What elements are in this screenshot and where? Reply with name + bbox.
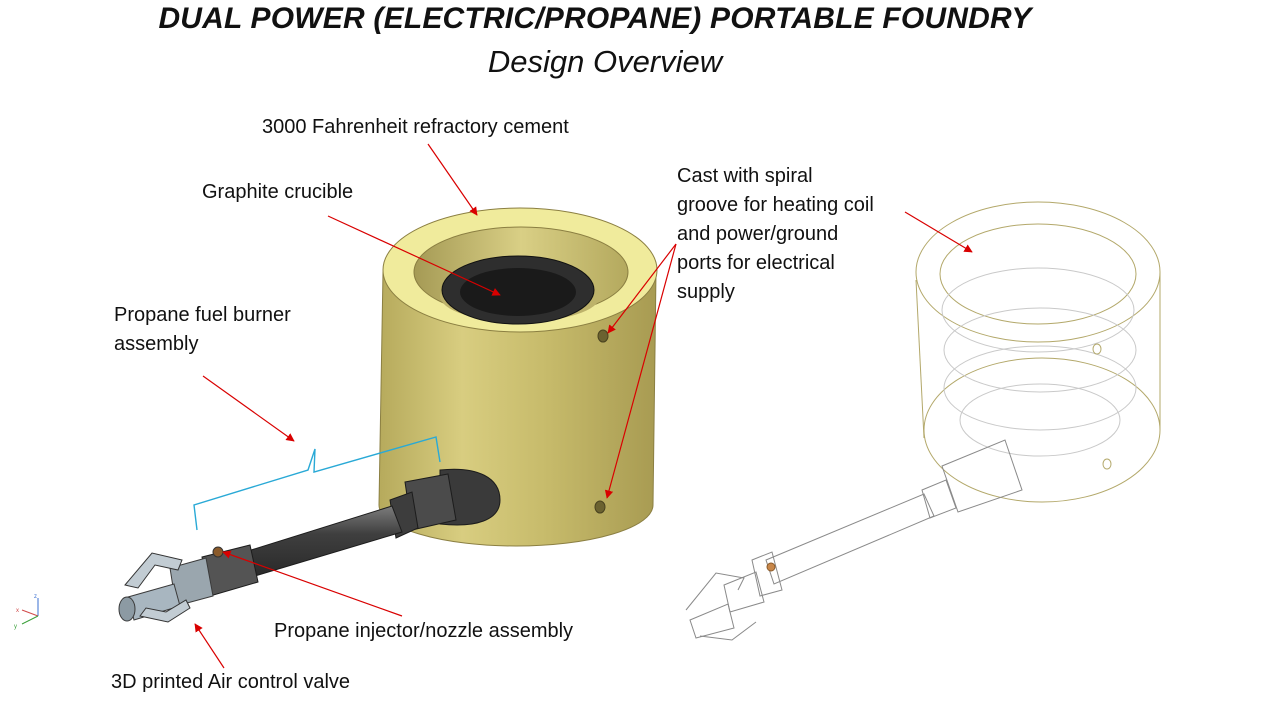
spiral-groove-label: Cast with spiral groove for heating coil… — [677, 162, 874, 307]
page-subtitle: Design Overview — [487, 44, 723, 79]
axis-y-label: y — [14, 624, 17, 630]
burner-assembly-line: Propane fuel burner — [114, 304, 291, 326]
propane-burner — [118, 468, 501, 623]
axis-x-label: x — [16, 608, 19, 614]
crucible-label: Graphite crucible — [202, 181, 354, 203]
spiral-groove-line: and power/ground — [677, 223, 839, 245]
spiral-groove-line: ports for electrical — [677, 252, 835, 274]
burner-bracket — [193, 436, 441, 531]
wireframe-view — [685, 201, 1161, 641]
spiral-groove-line: Cast with spiral — [677, 165, 813, 187]
axis-z-label: z — [34, 594, 37, 600]
crucible — [441, 255, 595, 325]
spiral-groove-line: groove for heating coil — [677, 194, 874, 216]
page-title: DUAL POWER (ELECTRIC/PROPANE) PORTABLE F… — [158, 2, 1032, 35]
electrical-ports — [594, 329, 609, 514]
burner-assembly-label: Propane fuel burner assembly — [114, 301, 291, 359]
air-valve-label: 3D printed Air control valve — [111, 671, 351, 693]
axis-triad: z x y — [14, 594, 39, 630]
burner-assembly-line: assembly — [114, 333, 199, 355]
refractory-label: 3000 Fahrenheit refractory cement — [262, 116, 569, 138]
leader-arrows — [194, 143, 973, 669]
injector-label: Propane injector/nozzle assembly — [274, 620, 574, 642]
spiral-groove-line: supply — [677, 281, 735, 303]
